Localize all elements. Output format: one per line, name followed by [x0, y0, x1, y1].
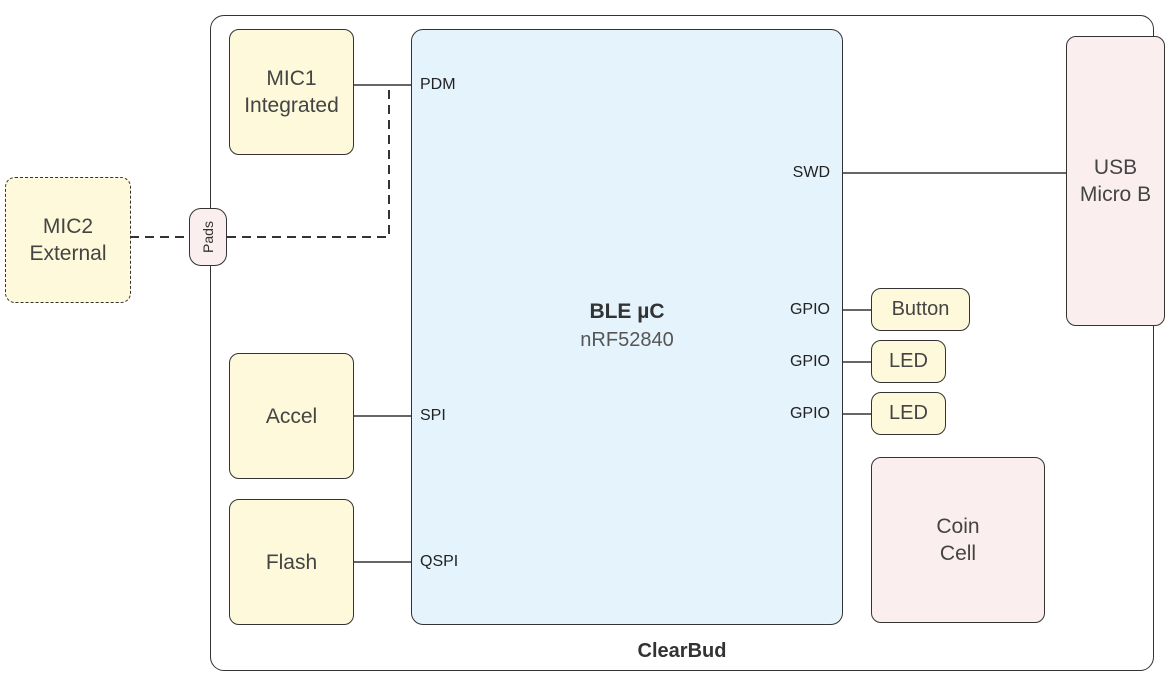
flash-block: Flash	[229, 499, 354, 625]
led-label-2: LED	[889, 402, 928, 424]
flash-label: Flash	[265, 550, 318, 574]
pads-label: Pads	[200, 221, 216, 253]
port-pdm: PDM	[420, 76, 456, 93]
port-gpio-3: GPIO	[789, 405, 830, 422]
mic2-sublabel: External	[29, 242, 107, 265]
port-swd: SWD	[792, 164, 830, 181]
accel-block: Accel	[229, 353, 354, 479]
led-block-2: LED	[871, 392, 946, 435]
usb-sublabel: Micro B	[1079, 183, 1152, 206]
pads-connector: Pads	[189, 208, 227, 266]
coin-cell-block: Coin Cell	[871, 457, 1045, 623]
usb-label: USB	[1093, 156, 1138, 179]
mic2-label: MIC2	[42, 215, 94, 238]
mcu-block	[411, 29, 843, 625]
wire-pads-pdm	[227, 85, 390, 238]
port-gpio-1: GPIO	[789, 301, 830, 318]
led-label-1: LED	[889, 350, 928, 372]
usb-block: USB Micro B	[1066, 36, 1165, 326]
coin-cell-label: Coin	[936, 515, 980, 538]
port-qspi: QSPI	[420, 553, 459, 570]
mcu-part: nRF52840	[580, 329, 674, 351]
mcu-title: BLE µC	[589, 300, 665, 323]
board-name: ClearBud	[637, 640, 727, 662]
mic1-sublabel: Integrated	[244, 94, 339, 117]
mic2-block: MIC2 External	[5, 177, 131, 303]
led-block-1: LED	[871, 340, 946, 383]
mic1-label: MIC1	[266, 67, 317, 90]
button-label: Button	[891, 298, 950, 320]
coin-cell-sublabel: Cell	[939, 542, 977, 565]
accel-label: Accel	[265, 404, 318, 428]
port-spi: SPI	[420, 407, 446, 424]
mic1-block: MIC1 Integrated	[229, 29, 354, 155]
port-gpio-2: GPIO	[789, 353, 830, 370]
board-outline	[210, 15, 1154, 671]
button-block: Button	[871, 288, 970, 331]
